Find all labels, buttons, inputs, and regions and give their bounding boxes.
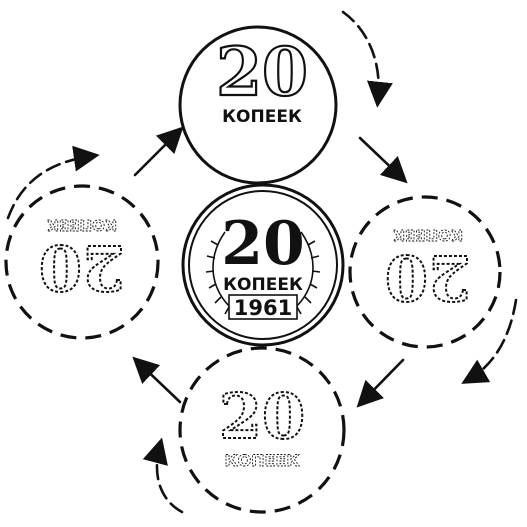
arrow-right-to-bottom-icon (362, 360, 403, 402)
left-coin-unit: КОПЕЕК (46, 216, 117, 234)
center-coin-value: 20 (221, 209, 305, 279)
bottom-coin-value: 20 (219, 380, 305, 453)
center-coin-year: 1961 (234, 296, 292, 320)
arrow-top-to-right-icon (360, 138, 402, 178)
left-coin: 20 КОПЕЕК (6, 186, 158, 338)
curved-arrow-bottom-icon (157, 445, 182, 512)
curved-arrow-right-icon (468, 300, 516, 380)
top-coin-value: 20 (216, 33, 308, 111)
right-coin-unit: КОПЕЕК (392, 226, 463, 244)
top-coin: 20 КОПЕЕК (180, 27, 336, 183)
bottom-coin-unit: КОПЕЕК (224, 451, 299, 470)
right-coin: 20 КОПЕЕК (350, 197, 500, 347)
right-coin-value: 20 (385, 241, 471, 314)
center-coin-unit: КОПЕЕК (223, 275, 303, 295)
top-coin-unit: КОПЕЕК (222, 107, 302, 127)
arrow-left-to-top-icon (135, 132, 178, 175)
bottom-coin: 20 КОПЕЕК (180, 348, 344, 512)
arrow-bottom-to-left-icon (138, 362, 180, 402)
left-coin-value: 20 (39, 231, 125, 304)
center-coin: 20 КОПЕЕК 1961 (183, 185, 343, 345)
curved-arrow-top-icon (343, 12, 379, 100)
